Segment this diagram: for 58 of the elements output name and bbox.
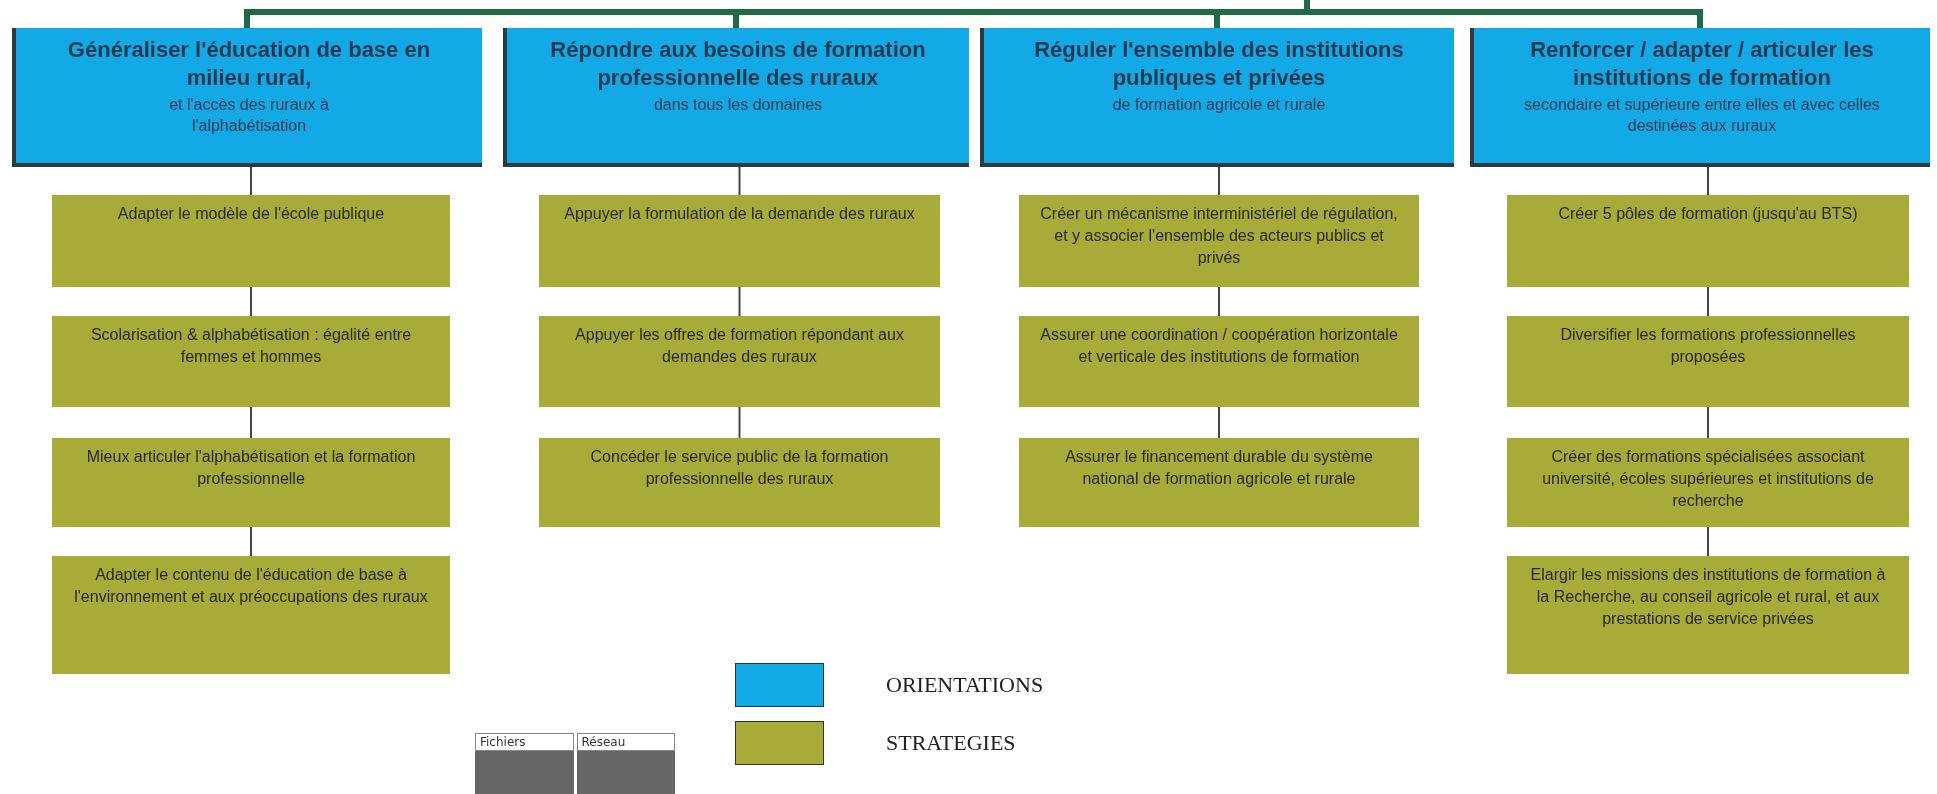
orientation-subtext: secondaire et supérieure entre elles et avec celles destinées aux ruraux (1523, 95, 1881, 136)
orientation-subtext: de formation agricole et rurale (1112, 95, 1326, 115)
orientation-heading: Généraliser l'éducation de base en milieu rural, (66, 36, 432, 92)
strategy-text: Créer un mécanisme interministériel de régulation, et y associer l'ensemble des acteurs publics et privés (1039, 204, 1399, 268)
tab-label: Réseau (576, 733, 675, 751)
strategy-text: Créer des formations spécialisées associant université, écoles supérieures et institutions de recherche (1541, 447, 1875, 511)
strategy-text: Elargir les missions des institutions de formation à la Recherche, au conseil agricole et rural, et aux prestations de service privées (1529, 565, 1887, 629)
connector-line (1707, 406, 1709, 439)
connector-line (250, 166, 252, 196)
strategy-box (52, 195, 450, 287)
connector-line (1218, 286, 1220, 317)
connector-line (1707, 526, 1709, 557)
strategy-box (1019, 438, 1419, 527)
strategy-box (1507, 438, 1909, 527)
orientation-box (503, 28, 969, 167)
strategy-text: Scolarisation & alphabétisation : égalité entre femmes et hommes (89, 325, 413, 367)
orientation-box (1470, 28, 1930, 167)
strategy-box (539, 438, 940, 527)
orientation-subtext: dans tous les domaines (653, 95, 823, 115)
connector-line (738, 166, 741, 196)
strategy-box (1019, 195, 1419, 287)
orientation-subtext: et l'accès des ruraux à l'alphabétisation (168, 95, 330, 136)
connector-line (1707, 286, 1709, 317)
strategy-box (539, 316, 940, 407)
orientation-heading: Renforcer / adapter / articuler les institutions de formation (1529, 36, 1875, 92)
strategy-box (52, 438, 450, 527)
orientation-box (980, 28, 1454, 167)
strategy-box (52, 316, 450, 407)
strategy-text: Créer 5 pôles de formation (jusqu'au BTS) (1557, 204, 1859, 224)
strategy-box (1507, 556, 1909, 674)
legend-label: ORIENTATIONS (886, 672, 1044, 698)
connector-line (250, 526, 252, 557)
strategy-box (1019, 316, 1419, 407)
strategy-text: Appuyer la formulation de la demande des ruraux (563, 204, 916, 224)
connector-line (1707, 166, 1709, 196)
orientation-heading: Réguler l'ensemble des institutions publiques et privées (1033, 36, 1405, 92)
connector-line (250, 286, 252, 317)
orientation-box (12, 28, 482, 167)
strategy-text: Assurer le financement durable du système national de formation agricole et rurale (1064, 447, 1374, 489)
connector-line (1218, 406, 1220, 439)
strategy-text: Appuyer les offres de formation répondant aux demandes des ruraux (574, 325, 905, 367)
strategy-text: Adapter le contenu de l'éducation de base à l'environnement et aux préoccupations des ruraux (73, 565, 429, 607)
strategy-text: Concéder le service public de la formation professionnelle des ruraux (589, 447, 890, 489)
strategy-box (1507, 195, 1909, 287)
strategy-box (1507, 316, 1909, 407)
strategy-box (539, 195, 940, 287)
orientation-heading: Répondre aux besoins de formation professionnelle des ruraux (549, 36, 927, 92)
tab-label: Fichiers (475, 733, 574, 751)
connector-line (738, 406, 741, 439)
strategy-text: Diversifier les formations professionnelles proposées (1559, 325, 1857, 367)
connector-line (738, 286, 741, 317)
strategy-text: Assurer une coordination / coopération horizontale et verticale des institutions de formation (1039, 325, 1399, 367)
connector-line (250, 406, 252, 439)
strategy-text: Adapter le modèle de l'école publique (116, 204, 386, 224)
legend-label: STRATEGIES (886, 730, 1016, 756)
connector-line (1218, 166, 1220, 196)
strategy-text: Mieux articuler l'alphabétisation et la formation professionnelle (85, 447, 417, 489)
strategy-box (52, 556, 450, 674)
